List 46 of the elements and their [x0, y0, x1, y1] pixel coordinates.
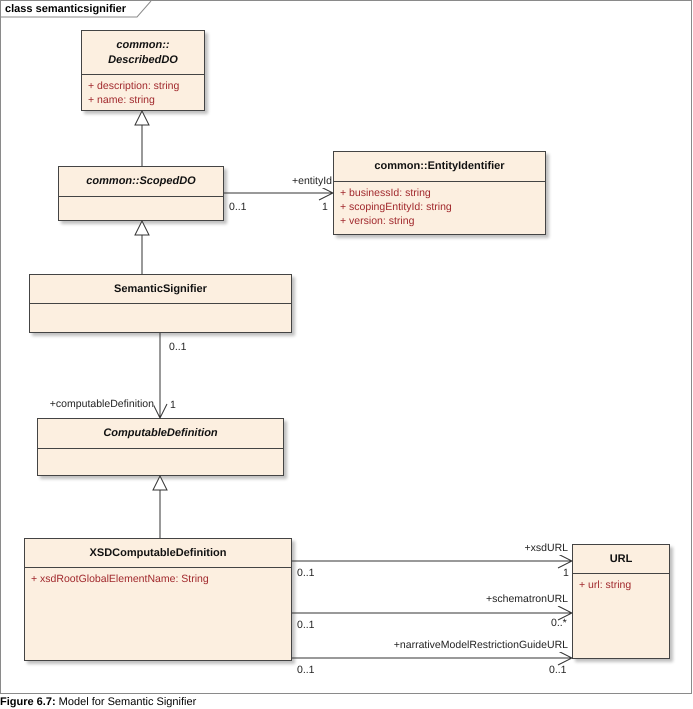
association-arrow [292, 606, 572, 620]
class-box [37, 418, 284, 476]
class-name: common::EntityIdentifier [374, 159, 505, 174]
multiplicity-label: 0..1 [549, 664, 567, 677]
generalization-arrow [152, 476, 168, 538]
multiplicity-label: 0..1 [297, 567, 315, 580]
association-arrow [292, 650, 572, 666]
class-name: common:: DescribedDO [107, 38, 179, 68]
generalization-arrow [134, 110, 150, 166]
class-name: SemanticSignifier [114, 282, 207, 296]
association-arrow [152, 332, 168, 418]
class-box [333, 151, 546, 235]
multiplicity-label: 1 [170, 399, 176, 412]
class-name: URL [610, 552, 632, 566]
diagram-frame [0, 0, 692, 694]
attribute-text: + xsdRootGlobalElementName: String [31, 572, 210, 586]
multiplicity-label: 0..1 [297, 664, 315, 677]
multiplicity-label: 1 [322, 201, 328, 214]
class-box [81, 30, 205, 111]
attribute-text: + description: string [88, 79, 180, 93]
attribute-text: + version: string [340, 214, 416, 228]
association-arrow [292, 554, 572, 568]
role-name: +entityId [292, 175, 332, 188]
role-name: +narrativeModelRestrictionGuideURL [394, 639, 568, 652]
association-arrow [224, 186, 334, 200]
attribute-text: + scopingEntityId: string [340, 200, 453, 214]
class-box [24, 538, 292, 661]
multiplicity-label: 0..1 [169, 341, 187, 354]
class-box [572, 544, 670, 659]
attribute-text: + businessId: string [340, 186, 432, 200]
class-name: ComputableDefinition [103, 426, 218, 441]
class-name: common::ScopedDO [86, 174, 196, 189]
role-name: +schematronURL [486, 593, 568, 606]
multiplicity-label: 0..1 [229, 201, 247, 214]
class-box [29, 274, 292, 333]
generalization-arrow [134, 220, 150, 274]
attribute-text: + url: string [579, 578, 632, 592]
attribute-text: + name: string [88, 93, 156, 107]
multiplicity-label: 0..* [551, 617, 567, 630]
figure-caption: Figure 6.7: Model for Semantic Signifier [0, 696, 196, 709]
multiplicity-label: 1 [563, 567, 569, 580]
multiplicity-label: 0..1 [297, 619, 315, 632]
class-name: XSDComputableDefinition [90, 546, 226, 560]
role-name: +xsdURL [524, 542, 568, 555]
role-name: +computableDefinition [50, 398, 154, 411]
class-box [58, 166, 224, 221]
